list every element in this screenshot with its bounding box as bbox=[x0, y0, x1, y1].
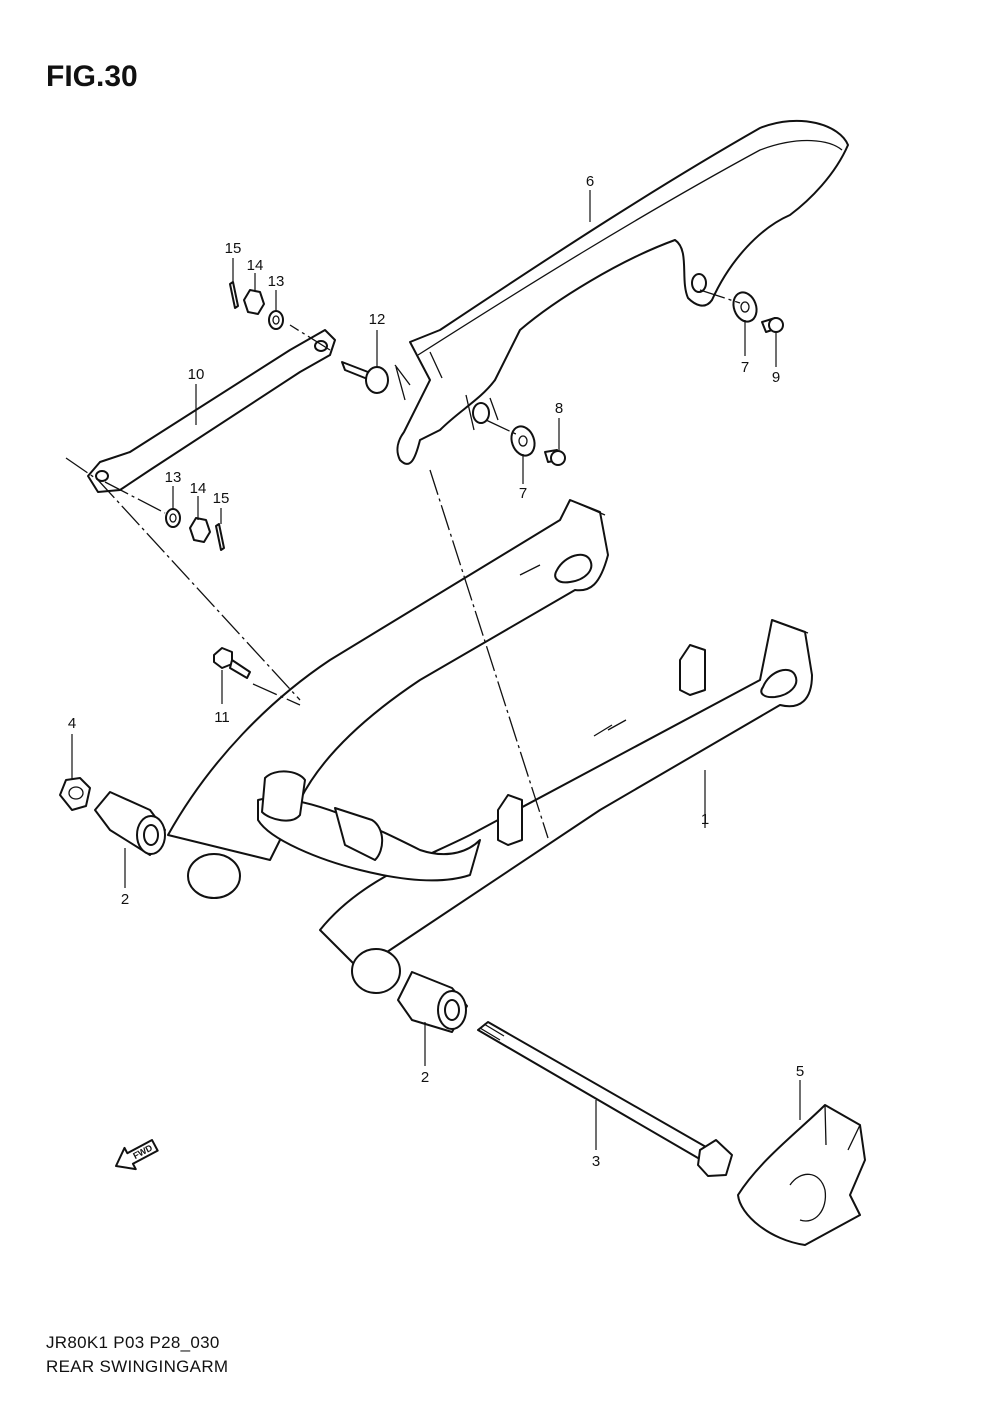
screw-part bbox=[544, 449, 566, 466]
screw-part bbox=[761, 317, 784, 333]
swing-arm-part bbox=[167, 499, 813, 994]
cotter-pin-part bbox=[215, 523, 225, 551]
callout-6: 6 bbox=[586, 173, 594, 190]
callout-7: 7 bbox=[519, 485, 527, 502]
washer-part bbox=[732, 291, 758, 323]
callout-2: 2 bbox=[121, 891, 129, 908]
callout-3: 3 bbox=[592, 1153, 600, 1170]
callout-14: 14 bbox=[190, 480, 207, 497]
chain-case-part bbox=[394, 119, 849, 465]
assembly-center-lines bbox=[65, 289, 741, 839]
washer-part bbox=[165, 508, 181, 528]
callout-14: 14 bbox=[247, 257, 264, 274]
callout-11: 11 bbox=[214, 709, 230, 726]
fwd-arrow-icon: FWD bbox=[115, 1139, 159, 1171]
callout-9: 9 bbox=[772, 369, 780, 386]
bolt-part bbox=[341, 361, 389, 394]
callout-2: 2 bbox=[421, 1069, 429, 1086]
callout-13: 13 bbox=[268, 273, 285, 290]
callout-15: 15 bbox=[213, 490, 230, 507]
bolt-part bbox=[213, 647, 251, 679]
pivot-nut-part bbox=[59, 777, 91, 811]
callout-5: 5 bbox=[796, 1063, 804, 1080]
callout-4: 4 bbox=[68, 715, 76, 732]
callout-7: 7 bbox=[741, 359, 749, 376]
callout-10: 10 bbox=[188, 366, 205, 383]
torque-rod-part bbox=[87, 329, 336, 493]
callout-15: 15 bbox=[225, 240, 242, 257]
pivot-bolt-part bbox=[477, 1021, 733, 1177]
callout-12: 12 bbox=[369, 311, 386, 328]
figure-title: FIG.30 bbox=[46, 60, 138, 93]
washer-part bbox=[510, 425, 536, 457]
callout-1: 1 bbox=[701, 811, 709, 828]
callout-8: 8 bbox=[555, 400, 563, 417]
nut-part bbox=[189, 517, 211, 543]
nut-part bbox=[243, 289, 265, 315]
bushing-part bbox=[397, 971, 468, 1033]
callout-13: 13 bbox=[165, 469, 182, 486]
figure-name: REAR SWINGINGARM bbox=[46, 1357, 229, 1376]
bushing-part bbox=[94, 791, 166, 856]
model-code: JR80K1 P03 P28_030 bbox=[46, 1333, 220, 1352]
leader-lines bbox=[71, 190, 801, 1150]
washer-part bbox=[268, 310, 284, 330]
chain-guide-part bbox=[737, 1104, 866, 1246]
callout-labels: 1 2 2 3 4 5 6 7 7 8 9 10 11 12 13 13 14 … bbox=[68, 173, 804, 1170]
cotter-pin-part bbox=[229, 281, 239, 309]
